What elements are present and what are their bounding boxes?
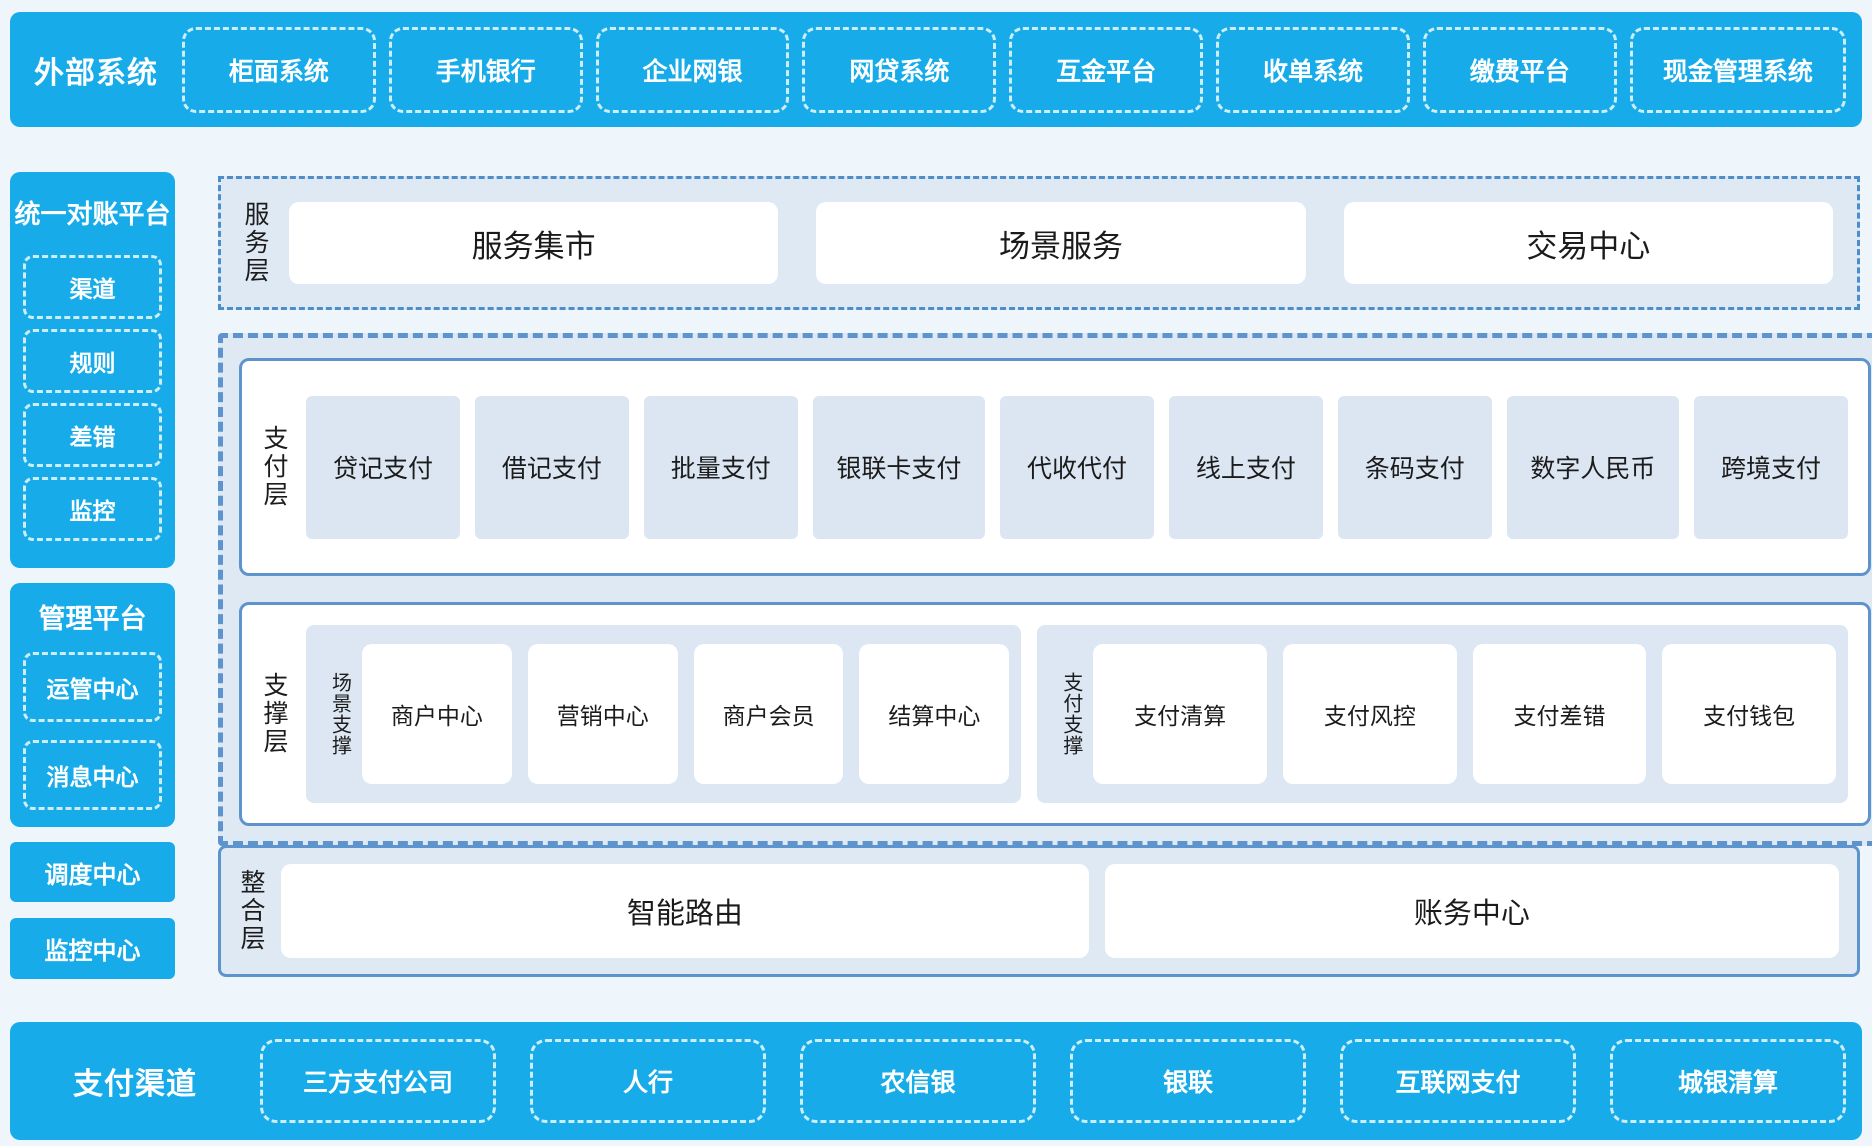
payment-item: 银联卡支付 bbox=[812, 395, 986, 539]
payment-item: 贷记支付 bbox=[306, 395, 460, 539]
service-layer-items: 服务集市 场景服务 交易中心 bbox=[289, 202, 1833, 284]
payment-item: 数字人民币 bbox=[1506, 395, 1680, 539]
external-systems-bar: 外部系统 柜面系统 手机银行 企业网银 网贷系统 互金平台 收单系统 缴费平台 … bbox=[10, 12, 1862, 127]
payment-channel-item: 人行 bbox=[530, 1039, 766, 1123]
integration-item: 智能路由 bbox=[281, 864, 1089, 958]
service-layer-section: 服务层 服务集市 场景服务 交易中心 bbox=[218, 176, 1860, 310]
payment-support-items: 支付清算 支付风控 支付差错 支付钱包 bbox=[1093, 644, 1837, 784]
external-systems-title: 外部系统 bbox=[34, 56, 158, 90]
payment-channels-bar: 支付渠道 三方支付公司 人行 农信银 银联 互联网支付 城银清算 bbox=[10, 1022, 1862, 1140]
payment-channel-item: 农信银 bbox=[800, 1039, 1036, 1123]
external-system-item: 现金管理系统 bbox=[1629, 26, 1847, 113]
recon-item: 差错 bbox=[23, 403, 162, 467]
support-item: 支付清算 bbox=[1093, 644, 1267, 784]
payment-channel-item: 互联网支付 bbox=[1340, 1039, 1576, 1123]
core-layers-container: 支付层 贷记支付 借记支付 批量支付 银联卡支付 代收代付 线上支付 条码支付 … bbox=[218, 333, 1872, 846]
external-system-item: 互金平台 bbox=[1009, 26, 1204, 113]
dispatch-center-block: 调度中心 bbox=[10, 842, 175, 902]
external-system-item: 企业网银 bbox=[595, 26, 790, 113]
support-layer-panels: 场景支撑 商户中心 营销中心 商户会员 结算中心 支付支撑 支付清算 支付风控 … bbox=[306, 625, 1848, 803]
service-layer-label: 服务层 bbox=[241, 201, 269, 285]
external-system-item: 手机银行 bbox=[388, 26, 583, 113]
payment-layer-items: 贷记支付 借记支付 批量支付 银联卡支付 代收代付 线上支付 条码支付 数字人民… bbox=[306, 395, 1848, 539]
support-item: 结算中心 bbox=[859, 644, 1010, 784]
payment-channels-title: 支付渠道 bbox=[73, 1068, 197, 1101]
mgmt-platform-block: 管理平台 运管中心 消息中心 bbox=[10, 583, 175, 827]
payment-layer-label: 支付层 bbox=[260, 425, 288, 509]
payment-item: 批量支付 bbox=[643, 395, 798, 539]
payment-item: 借记支付 bbox=[474, 395, 629, 539]
scene-support-label: 场景支撑 bbox=[328, 672, 351, 756]
support-item: 商户会员 bbox=[693, 644, 844, 784]
payment-support-label: 支付支撑 bbox=[1059, 672, 1082, 756]
support-layer-section: 支撑层 场景支撑 商户中心 营销中心 商户会员 结算中心 支付支撑 支付清算 支… bbox=[239, 602, 1871, 826]
recon-platform-items: 渠道 规则 差错 监控 bbox=[10, 255, 175, 541]
recon-platform-block: 统一对账平台 渠道 规则 差错 监控 bbox=[10, 172, 175, 568]
payment-channel-item: 银联 bbox=[1070, 1039, 1306, 1123]
monitor-center-block: 监控中心 bbox=[10, 918, 175, 979]
payment-channels-items: 三方支付公司 人行 农信银 银联 互联网支付 城银清算 bbox=[260, 1039, 1846, 1123]
payment-item: 跨境支付 bbox=[1694, 395, 1848, 539]
integration-layer-label: 整合层 bbox=[237, 869, 265, 953]
support-item: 商户中心 bbox=[362, 644, 512, 784]
recon-platform-title: 统一对账平台 bbox=[14, 199, 171, 229]
support-item: 支付风控 bbox=[1283, 644, 1457, 784]
integration-item: 账务中心 bbox=[1104, 864, 1839, 958]
payment-item: 代收代付 bbox=[1000, 395, 1154, 539]
integration-layer-items: 智能路由 账务中心 bbox=[281, 864, 1839, 958]
recon-item: 规则 bbox=[23, 329, 162, 393]
support-item: 营销中心 bbox=[527, 644, 678, 784]
external-system-item: 网贷系统 bbox=[802, 26, 997, 113]
external-systems-items: 柜面系统 手机银行 企业网银 网贷系统 互金平台 收单系统 缴费平台 现金管理系… bbox=[182, 26, 1847, 113]
payment-channel-item: 城银清算 bbox=[1610, 1039, 1846, 1123]
scene-support-panel: 场景支撑 商户中心 营销中心 商户会员 结算中心 bbox=[306, 625, 1022, 803]
payment-support-panel: 支付支撑 支付清算 支付风控 支付差错 支付钱包 bbox=[1037, 625, 1848, 803]
payment-item: 线上支付 bbox=[1168, 395, 1323, 539]
payment-layer-section: 支付层 贷记支付 借记支付 批量支付 银联卡支付 代收代付 线上支付 条码支付 … bbox=[239, 358, 1871, 576]
support-layer-label: 支撑层 bbox=[260, 672, 288, 756]
mgmt-item: 消息中心 bbox=[23, 740, 162, 810]
service-item: 服务集市 bbox=[289, 202, 779, 284]
scene-support-items: 商户中心 营销中心 商户会员 结算中心 bbox=[362, 644, 1010, 784]
recon-item: 渠道 bbox=[23, 255, 162, 319]
integration-layer-section: 整合层 智能路由 账务中心 bbox=[218, 845, 1860, 977]
recon-item: 监控 bbox=[23, 477, 162, 541]
support-item: 支付钱包 bbox=[1662, 644, 1837, 784]
support-item: 支付差错 bbox=[1472, 644, 1647, 784]
payment-item: 条码支付 bbox=[1337, 395, 1492, 539]
payment-channel-item: 三方支付公司 bbox=[260, 1039, 496, 1123]
mgmt-platform-items: 运管中心 消息中心 bbox=[10, 652, 175, 810]
mgmt-platform-title: 管理平台 bbox=[38, 604, 147, 634]
external-system-item: 缴费平台 bbox=[1422, 26, 1617, 113]
mgmt-item: 运管中心 bbox=[23, 652, 162, 722]
service-item: 交易中心 bbox=[1343, 202, 1833, 284]
service-item: 场景服务 bbox=[816, 202, 1306, 284]
external-system-item: 柜面系统 bbox=[182, 26, 376, 113]
external-system-item: 收单系统 bbox=[1216, 26, 1410, 113]
